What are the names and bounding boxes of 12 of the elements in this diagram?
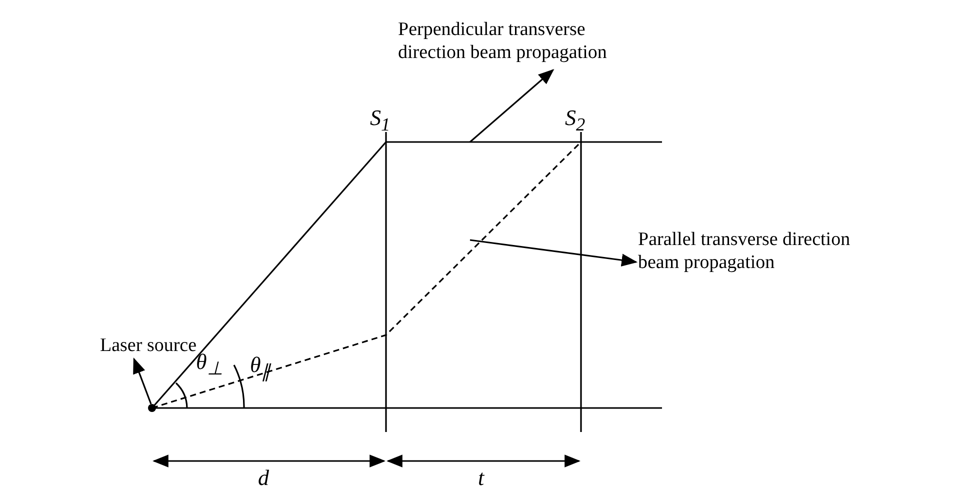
source-point	[148, 404, 156, 412]
surface-label: S$_{1}$	[370, 106, 390, 136]
callout-label: Perpendicular transverse direction beam propagation	[398, 18, 633, 64]
dimension-label: t	[478, 466, 484, 490]
angle-label: θ$_{⊥}$	[196, 350, 223, 380]
surface-label: S$_{2}$	[565, 106, 586, 136]
leader-line	[469, 68, 554, 143]
callout-label: Parallel transverse direction beam propagation	[638, 228, 893, 274]
leader-line	[470, 239, 638, 266]
angle-label: θ$_{∥}$	[250, 353, 270, 384]
dimension-label: d	[258, 466, 269, 490]
leader-line	[133, 358, 152, 404]
